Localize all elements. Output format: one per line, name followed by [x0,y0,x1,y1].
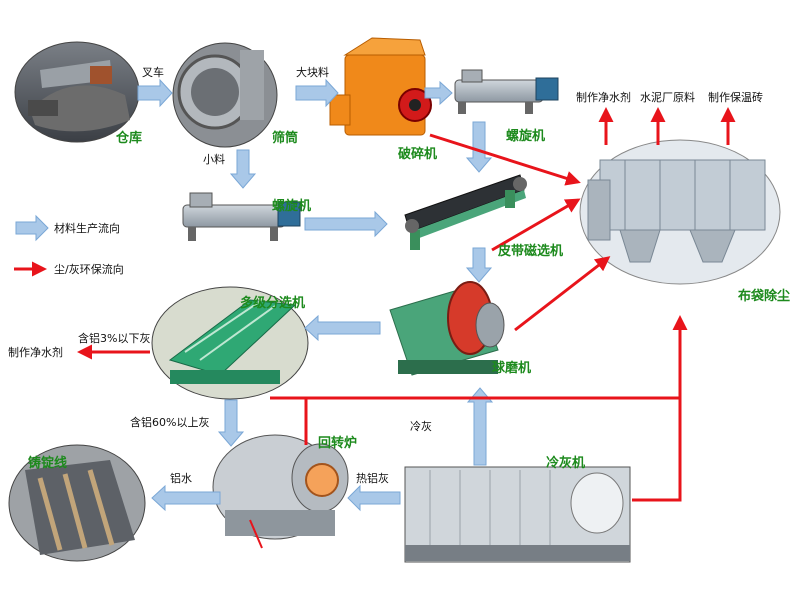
cooler-machine [404,466,631,563]
dust-arrow-cooler [632,398,682,502]
multi-sorter-machine [151,286,309,400]
flow-arrow-warehouse-to-screen [137,78,173,108]
cooler-label: 冷灰机 [546,455,585,471]
hot-ash-label: 热铝灰 [356,471,389,485]
crusher-machine [329,37,432,136]
warehouse-photo [14,41,140,143]
multi-sorter-label: 多级分选机 [240,295,305,311]
forklift-label: 叉车 [142,65,164,79]
large-block-label: 大块料 [296,65,329,79]
screw-mid-label: 螺旋机 [272,198,311,214]
casting-label: 铸锭线 [28,455,67,471]
dust-arrow-ball-mill [514,256,611,332]
cold-ash-label: 冷灰 [410,419,432,433]
flow-arrow-mill-to-sorter [304,314,381,342]
legend-material-label: 材料生产流向 [54,221,120,235]
flow-arrow-cooler-to-mill [466,387,494,466]
flow-arrow-crusher-to-magnetic [465,121,493,173]
product-purifier-top: 制作净水剂 [576,90,631,104]
product-purifier-left: 制作净水剂 [8,345,63,359]
bag-filter-machine [579,139,781,285]
screw-conveyor-middle [182,192,301,241]
flow-arrow-cooler-to-furnace [347,484,401,512]
rotary-furnace-label: 回转炉 [318,435,357,451]
legend-dust-label: 尘/灰环保流向 [54,262,124,276]
al60-label: 含铝60%以上灰 [130,415,209,429]
dust-flow-lines [77,107,736,502]
flow-arrow-sorter-to-furnace [217,399,245,447]
legend-blue-arrow-icon [15,214,49,242]
small-material-label: 小料 [203,152,225,166]
flow-arrow-screen-to-crusher [295,78,339,108]
legend: 材料生产流向 尘/灰环保流向 [14,214,124,277]
ball-mill-label: 球磨机 [492,360,531,376]
crusher-label: 破碎机 [398,146,437,162]
ball-mill-machine [389,281,505,376]
screw-top-label: 螺旋机 [506,128,545,144]
product-insulation: 制作保温砖 [708,90,763,104]
magnetic-label: 皮带磁选机 [497,243,563,259]
dust-arrow-magnetic [491,198,581,252]
al3-label: 含铝3%以下灰 [78,331,150,345]
flow-arrow-screw-to-magnetic [304,210,388,238]
magnetic-separator-machine [404,174,527,250]
flow-arrow-screen-to-screw-mid [229,149,257,189]
screen-drum-label: 筛筒 [272,130,298,146]
flow-arrow-magnetic-to-mill [465,247,493,283]
rotary-furnace-machine [212,434,349,549]
dust-arrow-crusher [429,133,581,186]
warehouse-label: 仓库 [115,130,142,146]
product-cement: 水泥厂原料 [640,90,695,104]
flow-arrow-furnace-to-casting [151,484,221,512]
casting-line-photo [8,444,146,562]
bag-filter-label: 布袋除尘 [738,288,790,304]
screw-conveyor-top [454,69,559,114]
screen-drum-photo [172,42,278,148]
al-water-label: 铝水 [170,471,192,485]
flow-arrow-crusher-to-screw [424,80,453,106]
